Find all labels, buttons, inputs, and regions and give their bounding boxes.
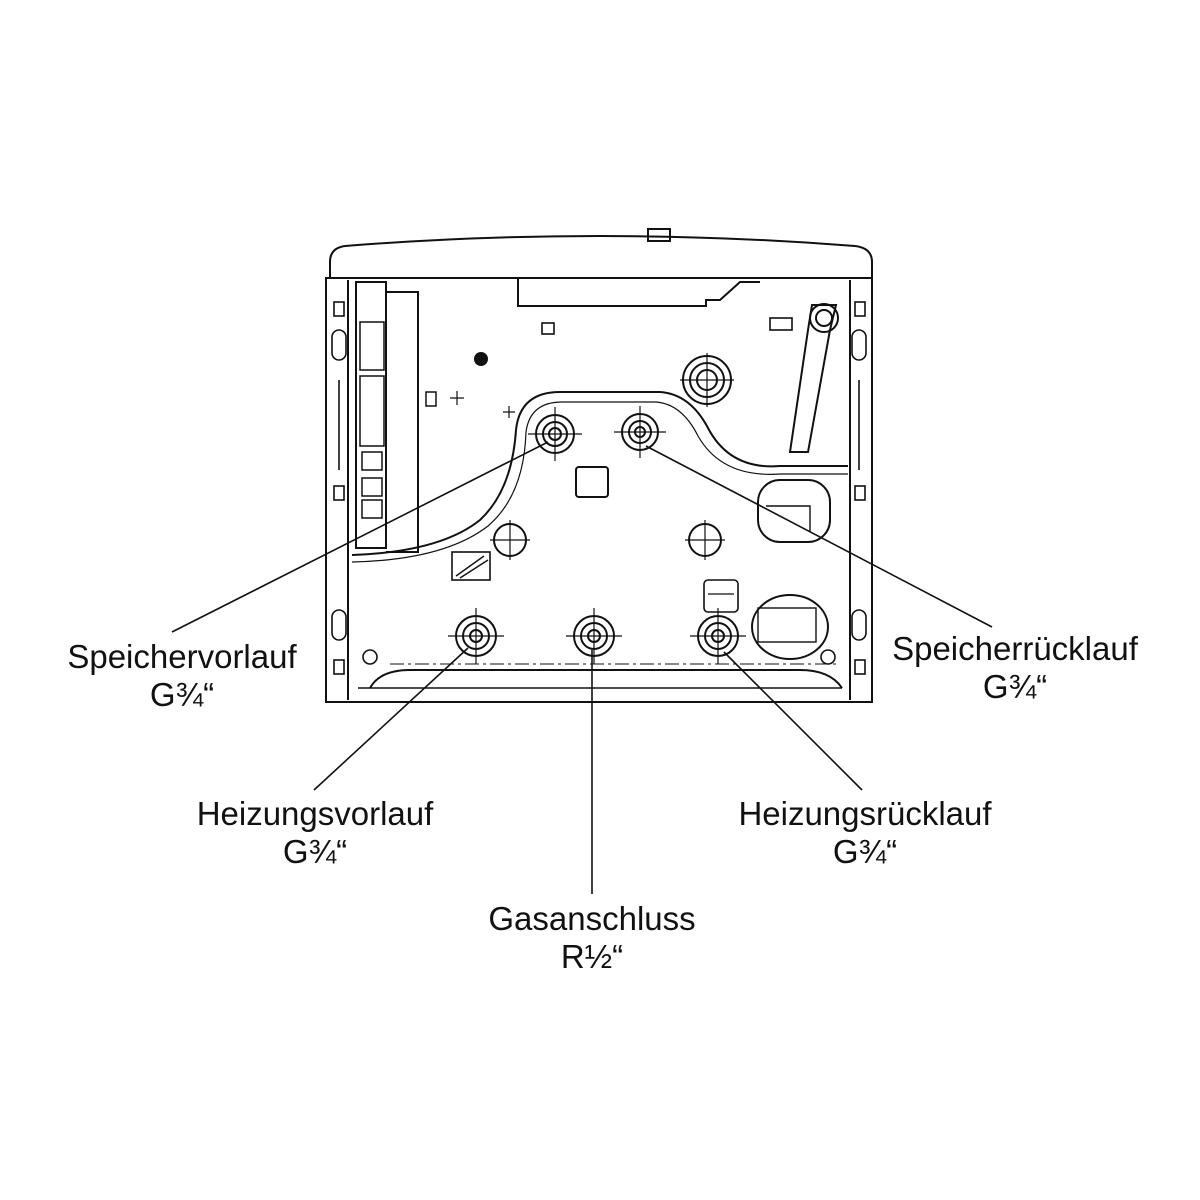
mounting-screw: [474, 352, 488, 366]
label-plate: [451, 551, 491, 581]
label-speichervorlauf-name: Speichervorlauf: [67, 638, 297, 675]
bottom-tray: [369, 669, 843, 689]
label-heizungsruecklauf-size: G¾“: [832, 833, 898, 870]
leader-heizungsruecklauf: [723, 651, 863, 791]
label-gasanschluss-name: Gasanschluss: [488, 900, 696, 937]
gas-valve-assembly: [769, 303, 839, 453]
boiler-top-cover: [329, 235, 873, 279]
center-marks: [448, 353, 746, 664]
leader-heizungsvorlauf: [313, 647, 469, 791]
top-connector-knob: [647, 228, 671, 242]
label-heizungsvorlauf-size: G¾“: [282, 833, 348, 870]
heat-exchanger-outline: [351, 391, 848, 556]
label-speichervorlauf-size: G¾“: [149, 676, 215, 713]
control-module: [355, 281, 437, 553]
label-heizungsruecklauf-name: Heizungsrücklauf: [738, 795, 992, 832]
label-speicherruecklauf-name: Speicherrücklauf: [892, 630, 1138, 667]
label-heizungsruecklauf: Heizungsrücklauf G¾“: [715, 795, 1015, 871]
label-heizungsvorlauf: Heizungsvorlauf G¾“: [170, 795, 460, 871]
label-speicherruecklauf: Speicherrücklauf G¾“: [870, 630, 1160, 706]
boiler-casing: [325, 277, 873, 703]
pump-housing: [757, 479, 831, 543]
center-tab: [575, 466, 609, 498]
label-gasanschluss: Gasanschluss R½“: [462, 900, 722, 976]
label-heizungsvorlauf-name: Heizungsvorlauf: [196, 795, 434, 832]
label-speichervorlauf: Speichervorlauf G¾“: [47, 638, 317, 714]
leader-speichervorlauf: [171, 441, 549, 633]
top-inner-bracket: [517, 278, 760, 307]
pressure-gauge-housing: [751, 594, 829, 660]
leader-lines: [171, 441, 993, 894]
label-speicherruecklauf-size: G¾“: [982, 668, 1048, 705]
leader-speicherruecklauf: [645, 445, 993, 628]
rail-slots: [331, 301, 867, 675]
label-gasanschluss-size: R½“: [560, 938, 624, 975]
